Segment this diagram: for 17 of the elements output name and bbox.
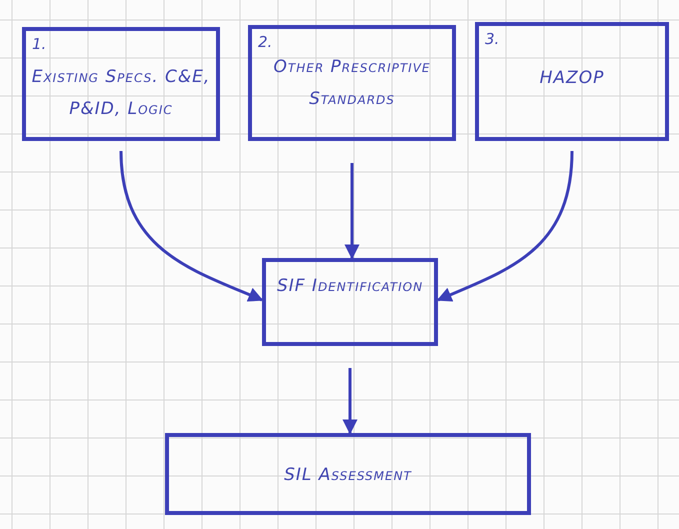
step-number: 2.: [258, 33, 272, 51]
step-number: 1.: [32, 35, 46, 53]
process-box: [22, 27, 220, 141]
box-label: Other Prescriptive Standards: [272, 56, 432, 111]
process-box: [165, 433, 531, 515]
step-number: 3.: [485, 30, 500, 48]
arrow: [344, 163, 360, 260]
arrow: [436, 150, 574, 302]
process-box: [475, 22, 669, 141]
arrow: [120, 150, 264, 302]
arrow: [342, 368, 358, 434]
box-label: SIF Identification: [276, 275, 424, 298]
box-label: SIL Assessment: [283, 464, 413, 487]
process-box: [262, 258, 438, 346]
box-label: HAZOP: [538, 67, 606, 90]
process-box: [248, 25, 456, 141]
box-label: Existing Specs. C&E, P&ID, Logic: [30, 66, 212, 121]
